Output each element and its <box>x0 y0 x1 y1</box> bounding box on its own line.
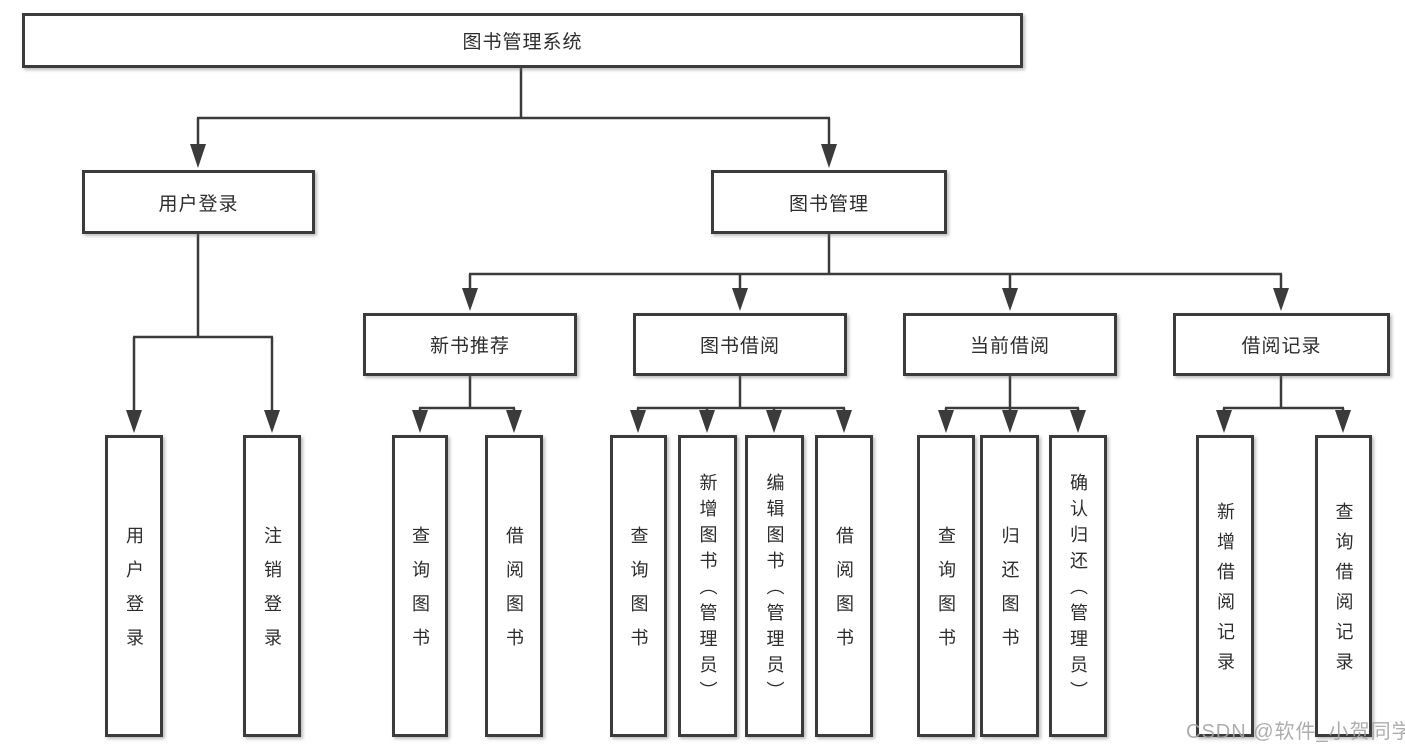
node-label: 查询借阅记录 <box>1333 502 1354 682</box>
node-label: 当前借阅 <box>969 336 1050 357</box>
node-label: 借阅记录 <box>1241 336 1322 357</box>
node-label: 图书借阅 <box>699 336 780 357</box>
arrowheads <box>126 144 1351 433</box>
node-label: 编辑图书（管理员） <box>764 473 785 707</box>
leaf-logout: 注销登录 <box>243 435 301 737</box>
leaf-borrow-books-borrowing: 借阅图书 <box>815 435 873 737</box>
leaf-confirm-return-admin: 确认归还（管理员） <box>1049 435 1107 737</box>
node-label: 用户登录 <box>158 193 239 215</box>
leaf-edit-books-admin: 编辑图书（管理员） <box>745 435 804 737</box>
node-book-management: 图书管理 <box>711 170 947 234</box>
watermark-text: CSDN @软件_小贺同学 <box>1186 721 1405 743</box>
node-library-system: 图书管理系统 <box>22 13 1023 68</box>
node-label: 新增图书（管理员） <box>697 473 718 707</box>
node-label: 新增借阅记录 <box>1215 502 1235 682</box>
leaf-return-books: 归还图书 <box>980 435 1039 737</box>
leaf-add-borrow-record: 新增借阅记录 <box>1196 435 1254 737</box>
node-label: 图书管理系统 <box>462 32 583 53</box>
node-label: 新书推荐 <box>429 336 510 357</box>
leaf-query-books-recommend: 查询图书 <box>392 435 448 737</box>
leaf-add-books-admin: 新增图书（管理员） <box>678 435 737 737</box>
leaf-borrow-books-recommend: 借阅图书 <box>485 435 543 737</box>
node-label: 借阅图书 <box>834 526 854 662</box>
node-label: 图书管理 <box>788 193 869 215</box>
leaf-query-books-current: 查询图书 <box>917 435 975 737</box>
node-book-borrowing: 图书借阅 <box>633 313 847 376</box>
leaf-user-login: 用户登录 <box>105 435 163 737</box>
node-label: 用户登录 <box>124 526 144 662</box>
node-label: 查询图书 <box>410 526 430 662</box>
node-label: 注销登录 <box>262 526 282 662</box>
leaf-query-borrow-record: 查询借阅记录 <box>1315 435 1372 737</box>
node-new-book-recommend: 新书推荐 <box>363 313 577 376</box>
node-user-login: 用户登录 <box>82 170 315 234</box>
node-label: 查询图书 <box>936 526 956 662</box>
node-label: 借阅图书 <box>504 526 524 662</box>
node-borrowing-records: 借阅记录 <box>1173 313 1390 376</box>
node-label: 查询图书 <box>628 526 649 662</box>
node-label: 归还图书 <box>999 526 1020 662</box>
node-label: 确认归还（管理员） <box>1068 473 1088 707</box>
leaf-query-books-borrowing: 查询图书 <box>610 435 667 737</box>
node-current-borrowing: 当前借阅 <box>903 313 1117 376</box>
